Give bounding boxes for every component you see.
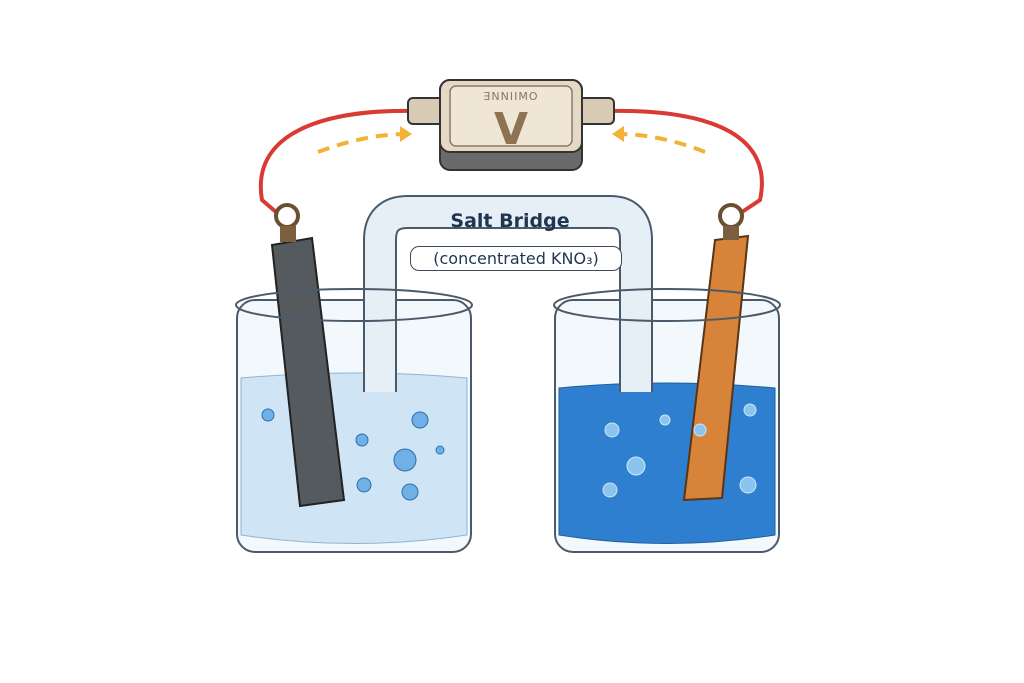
right-wire (581, 108, 764, 214)
salt-bridge-title: Salt Bridge (450, 210, 570, 232)
left-solution (240, 372, 468, 544)
left-wire (258, 108, 441, 214)
right-clip (718, 203, 744, 229)
zinc-electrode (270, 236, 346, 508)
left-clip (274, 203, 300, 229)
arrow-head-left-icon (400, 126, 412, 142)
arrow-head-right-icon (612, 126, 624, 142)
voltmeter-brand-text: ƎNNIIMO (483, 90, 539, 103)
salt-bridge-subtitle: (concentrated KNO₃) (410, 246, 622, 271)
voltmeter-symbol: V (493, 104, 529, 155)
electron-arrow-left (317, 132, 409, 154)
right-solution (558, 382, 776, 544)
bubbles (261, 408, 445, 501)
electron-arrow-right (617, 132, 706, 154)
voltmeter (407, 79, 615, 171)
